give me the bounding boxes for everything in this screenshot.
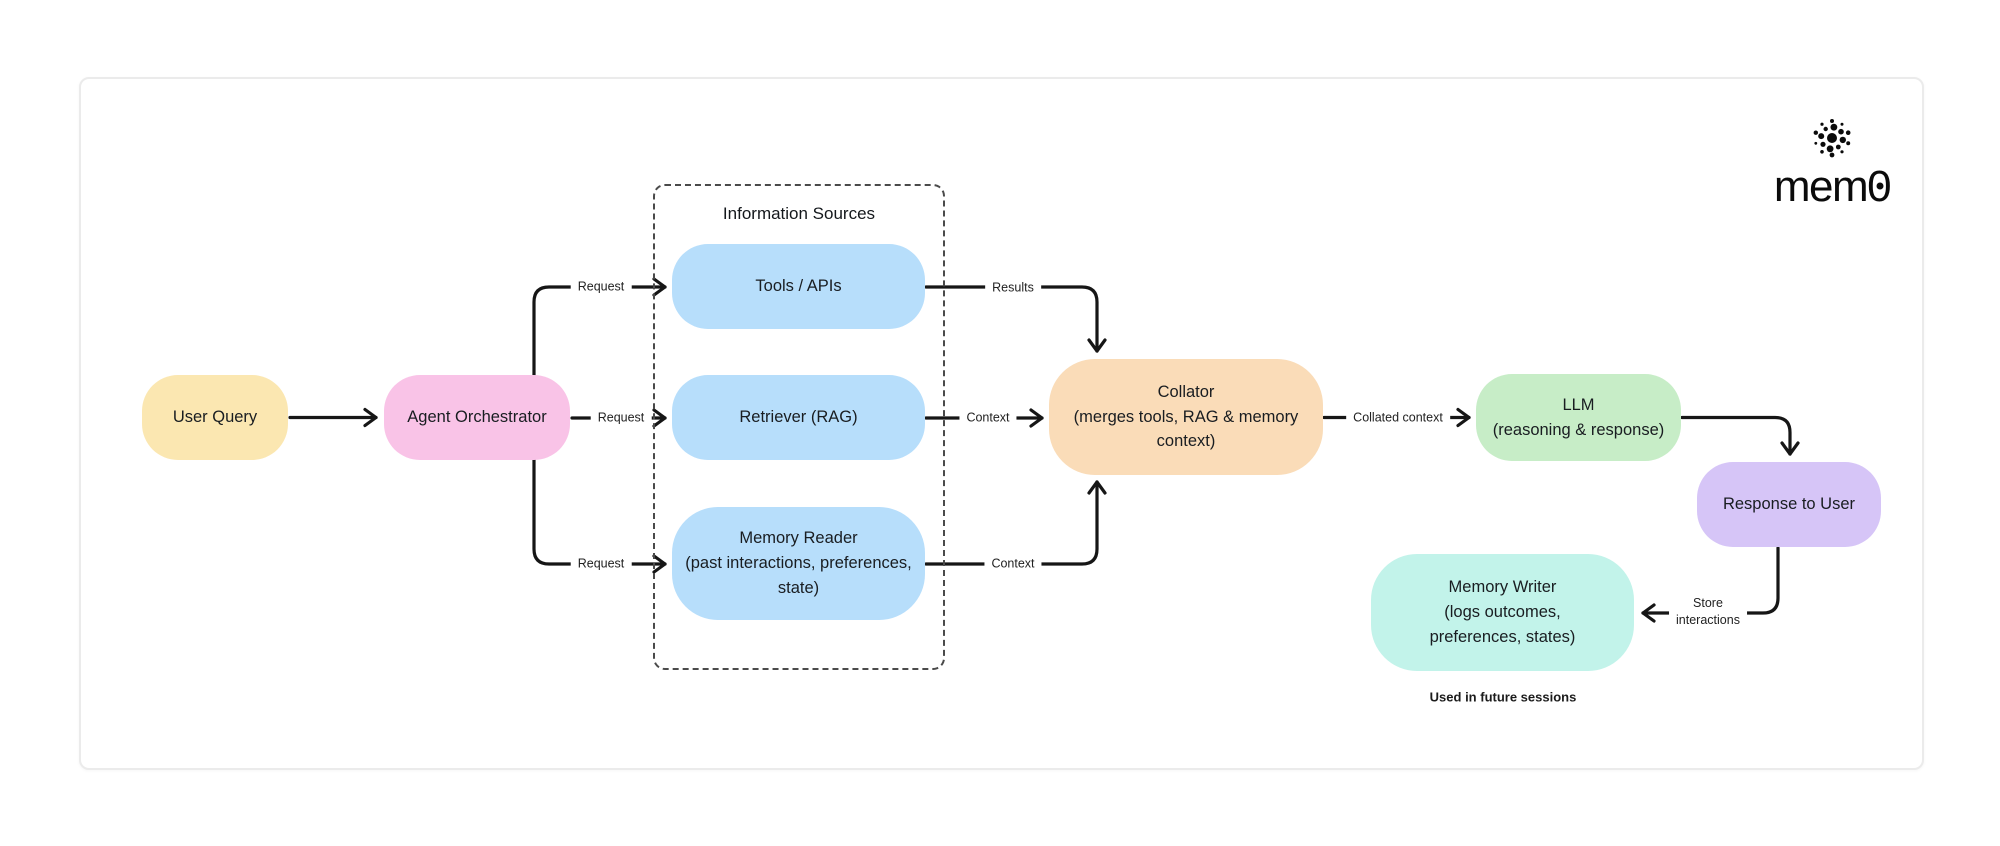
node-retriever-rag[interactable]: Retriever (RAG) [672,375,925,460]
edge-label-context-retriever: Context [959,408,1017,428]
node-memory-writer[interactable]: Memory Writer (logs outcomes, preference… [1371,554,1634,671]
edge-label-results: Results [985,278,1041,298]
node-tools-apis[interactable]: Tools / APIs [672,244,925,329]
edge-memory-reader-to-collator [924,480,1107,566]
mem0-logo-dots-icon [1813,119,1851,158]
mem0-wordmark-mem: mem [1773,162,1869,211]
edge-label-store-interactions: Store interactions [1669,594,1747,630]
edge-label-context-memory: Context [984,554,1042,574]
edge-agent-orchestrator-to-tools [532,277,667,378]
edge-label-request-memory: Request [570,554,632,574]
node-agent-orchestrator[interactable]: Agent Orchestrator [384,375,570,460]
node-memory-reader[interactable]: Memory Reader (past interactions, prefer… [672,507,925,620]
memory-writer-caption: Used in future sessions [1429,689,1577,705]
mem0-wordmark-zero: 0 [1867,162,1891,211]
edge-tools-to-collator [924,285,1107,353]
node-collator[interactable]: Collator (merges tools, RAG & memory con… [1049,359,1323,475]
edge-label-collated-context: Collated context [1346,408,1450,428]
node-llm[interactable]: LLM (reasoning & response) [1476,374,1681,461]
edge-response-to-memory-writer [1641,546,1780,623]
information-sources-group: Information Sources [653,184,945,670]
edge-label-request-retriever: Request [590,408,652,428]
edge-llm-to-response [1680,415,1800,456]
edge-agent-orchestrator-to-memory-reader [532,457,667,574]
node-response-to-user[interactable]: Response to User [1697,462,1881,547]
node-user-query[interactable]: User Query [142,375,288,460]
edge-label-request-tools: Request [570,277,632,297]
information-sources-title: Information Sources [722,204,876,223]
